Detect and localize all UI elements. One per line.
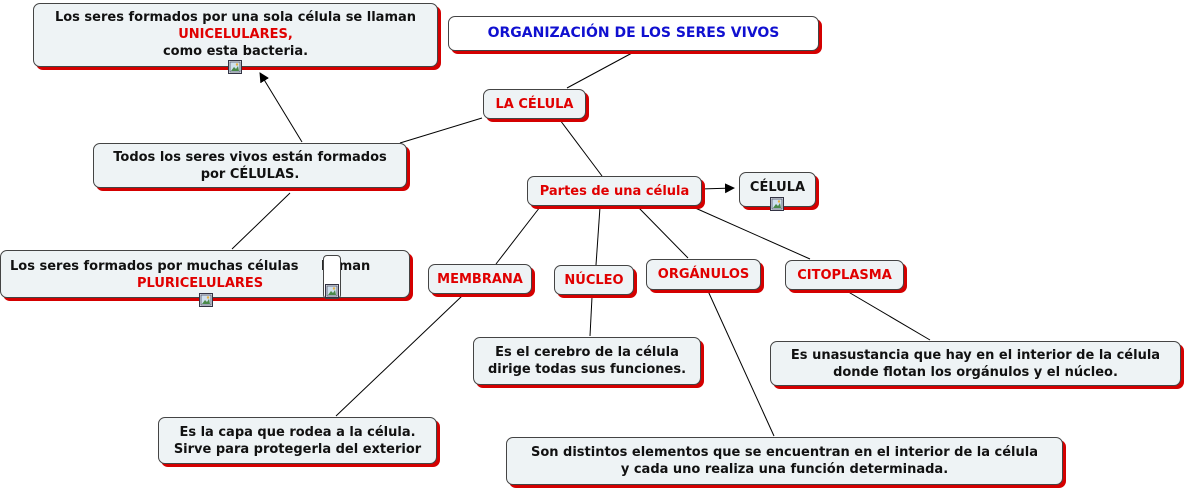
citoplasma-desc-line2: donde flotan los orgánulos y el núcleo.: [833, 365, 1118, 380]
pluricelulares-node[interactable]: Los seres formados por muchas células ll…: [0, 250, 410, 307]
link-citoplasma-desc: [844, 289, 931, 341]
nucleo-desc-line1: Es el cerebro de la célula: [495, 345, 679, 360]
unicelulares-node[interactable]: Los seres formados por una sola célula s…: [33, 3, 438, 74]
link-todos-pluricelulares: [231, 192, 291, 250]
unicelulares-line3: como esta bacteria.: [162, 44, 309, 59]
organulos-desc-node[interactable]: Son distintos elementos que se encuentra…: [506, 437, 1063, 485]
organulos-node[interactable]: ORGÁNULOS: [646, 259, 761, 290]
nucleo-node[interactable]: NÚCLEO: [554, 265, 634, 295]
organulos-desc-line2: y cada uno realiza una función determina…: [620, 462, 949, 477]
link-title-celula: [566, 52, 633, 89]
organulos-desc-line1: Son distintos elementos que se encuentra…: [530, 445, 1039, 460]
partes-text: Partes de una célula: [539, 184, 690, 199]
link-organulos-desc: [707, 290, 775, 437]
pluricelulares-line2: PLURICELULARES: [137, 276, 264, 291]
unicelulares-line2: UNICELULARES,: [178, 27, 293, 42]
link-nucleo-desc: [589, 296, 593, 337]
celula-image-text: CÉLULA: [749, 180, 806, 195]
organulos-text: ORGÁNULOS: [657, 267, 750, 282]
partes-node[interactable]: Partes de una célula: [527, 176, 702, 206]
link-todos-unicelulares: [259, 72, 303, 143]
membrana-text: MEMBRANA: [437, 272, 523, 287]
image-placeholder-icon[interactable]: [199, 293, 213, 307]
image-placeholder-icon[interactable]: [325, 284, 339, 298]
todos-line2: por CÉLULAS.: [200, 167, 300, 182]
title-node[interactable]: ORGANIZACIÓN DE LOS SERES VIVOS: [448, 16, 819, 51]
image-placeholder-icon[interactable]: [228, 60, 242, 74]
link-celula-partes: [559, 119, 603, 177]
pluricelulares-line1a: Los seres formados por muchas células: [10, 259, 299, 274]
link-partes-nucleo: [595, 206, 601, 266]
link-celula-todos: [399, 117, 483, 144]
nucleo-desc-node[interactable]: Es el cerebro de la célula dirige todas …: [473, 337, 701, 385]
unicelulares-line1: Los seres formados por una sola célula s…: [54, 10, 417, 25]
citoplasma-node[interactable]: CITOPLASMA: [785, 260, 904, 290]
link-partes-organulos: [637, 206, 689, 259]
membrana-node[interactable]: MEMBRANA: [428, 264, 532, 294]
nucleo-text: NÚCLEO: [564, 273, 624, 288]
todos-node[interactable]: Todos los seres vivos están formados por…: [93, 143, 407, 188]
embedded-image-frame[interactable]: [323, 255, 341, 299]
title-text: ORGANIZACIÓN DE LOS SERES VIVOS: [487, 25, 780, 41]
todos-line1: Todos los seres vivos están formados: [113, 150, 387, 165]
image-placeholder-icon[interactable]: [770, 197, 784, 211]
celula-image-node[interactable]: CÉLULA: [739, 172, 816, 211]
link-membrana-desc: [335, 295, 463, 417]
celula-text: LA CÉLULA: [495, 97, 574, 112]
celula-node[interactable]: LA CÉLULA: [483, 89, 586, 119]
citoplasma-desc-line1: Es unasustancia que hay en el interior d…: [790, 348, 1161, 363]
membrana-desc-line2: Sirve para protegerla del exterior: [173, 442, 422, 457]
link-partes-citoplasma: [692, 206, 811, 260]
membrana-desc-node[interactable]: Es la capa que rodea a la célula. Sirve …: [158, 417, 437, 464]
link-partes-membrana: [495, 206, 541, 265]
membrana-desc-line1: Es la capa que rodea a la célula.: [179, 425, 416, 440]
citoplasma-desc-node[interactable]: Es unasustancia que hay en el interior d…: [770, 341, 1181, 386]
nucleo-desc-line2: dirige todas sus funciones.: [487, 362, 687, 377]
link-partes-celulaimg: [699, 183, 735, 194]
citoplasma-text: CITOPLASMA: [797, 268, 892, 283]
